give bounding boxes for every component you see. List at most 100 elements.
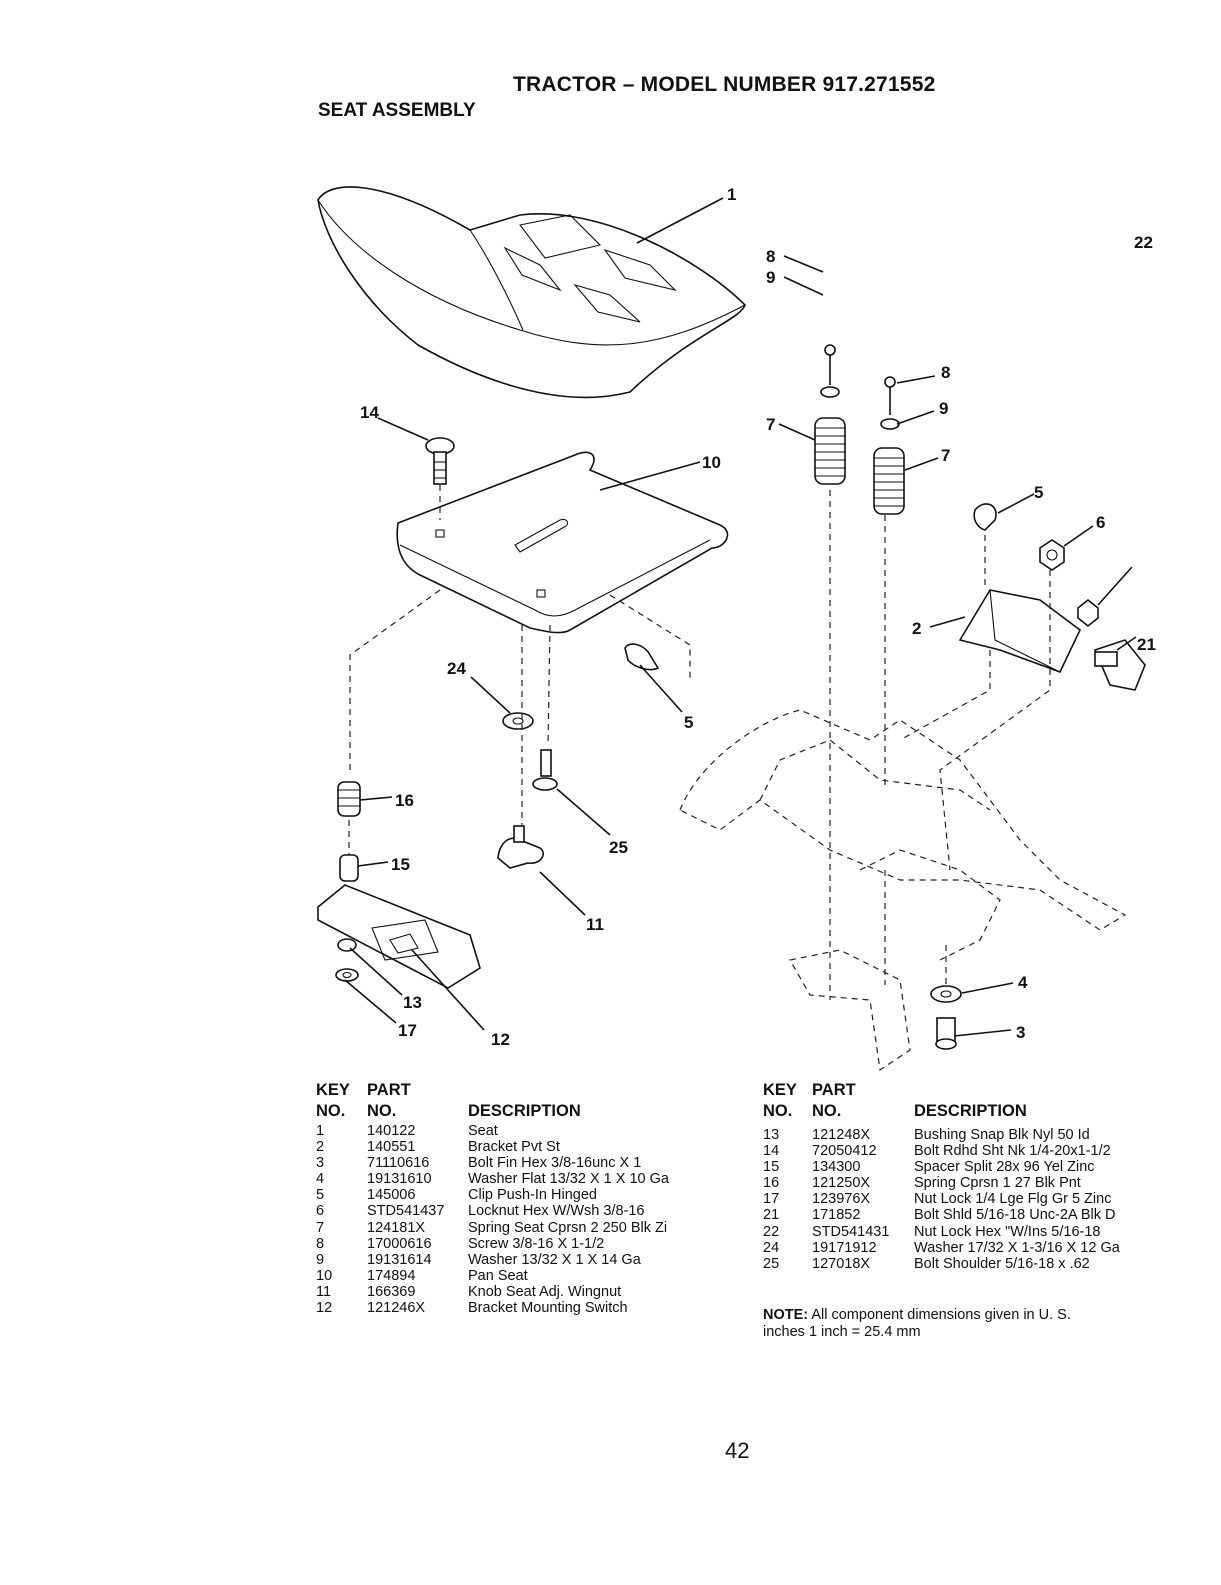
part-number-cell: 17000616 (367, 1235, 432, 1252)
bolt-14-part (425, 437, 455, 485)
assembly-guide-lines (348, 485, 1051, 1000)
seat-part (317, 186, 746, 399)
callout-9-right: 9 (939, 399, 948, 418)
section-title: SEAT ASSEMBLY (318, 100, 476, 121)
table-row: 2 140551 Bracket Pvt St (316, 1139, 736, 1155)
key-cell: 10 (316, 1267, 333, 1284)
page-title: TRACTOR – MODEL NUMBER 917.271552 (513, 73, 936, 96)
callout-14: 14 (360, 403, 379, 422)
callout-5-lower: 5 (684, 713, 693, 732)
key-cell: 8 (316, 1235, 325, 1252)
note-label: NOTE: (763, 1307, 809, 1323)
part-number-cell: 121248X (812, 1127, 871, 1143)
spring-7-left-part (814, 417, 846, 485)
key-cell: 7 (316, 1219, 325, 1236)
hardware-left (317, 781, 481, 989)
key-cell: 17 (763, 1191, 780, 1208)
callout-9-left: 9 (766, 268, 775, 287)
table-header-row-2: NO. NO. DESCRIPTION (763, 1102, 1027, 1120)
callout-15: 15 (391, 855, 410, 874)
part-number-cell: 19131614 (367, 1251, 432, 1268)
callout-16: 16 (395, 791, 414, 810)
table-header-row-1: KEY PART (763, 1081, 856, 1099)
part-number-cell: 124181X (367, 1219, 426, 1236)
parts-table-left: KEY PART NO. NO. DESCRIPTION 1 140122 Seat… (316, 1081, 736, 1316)
part-number-cell: 134300 (812, 1159, 861, 1176)
callout-1: 1 (727, 185, 736, 204)
table-row: 7 124181X Spring Seat Cprsn 2 250 Blk Zi (316, 1220, 736, 1236)
callout-4: 4 (1018, 973, 1028, 992)
table-row: 9 19131614 Washer 13/32 X 1 X 14 Ga (316, 1252, 736, 1268)
callout-21: 21 (1137, 635, 1156, 654)
key-cell: 3 (316, 1155, 325, 1172)
callout-7-right: 7 (941, 446, 950, 465)
callout-8-left: 8 (766, 247, 775, 266)
key-cell: 16 (763, 1175, 780, 1192)
description-cell: Seat (468, 1123, 498, 1139)
key-cell: 6 (316, 1203, 325, 1220)
part-number-cell: 174894 (367, 1267, 416, 1284)
callout-22: 22 (1134, 233, 1153, 252)
callout-6: 6 (1096, 513, 1105, 532)
callout-3: 3 (1016, 1023, 1025, 1042)
description-cell: Bracket Pvt St (468, 1139, 560, 1156)
key-cell: 5 (316, 1187, 325, 1204)
pan-seat-part (396, 451, 729, 634)
part-number-cell: 171852 (812, 1207, 861, 1224)
callout-leader-lines (344, 197, 1137, 1037)
key-cell: 1 (316, 1123, 325, 1139)
description-cell: Bolt Fin Hex 3/8-16unc X 1 (468, 1155, 642, 1172)
part-number-cell: 121250X (812, 1175, 871, 1192)
callout-7-left: 7 (766, 415, 775, 434)
key-cell: 14 (763, 1143, 780, 1160)
part-number-cell: 72050412 (812, 1143, 877, 1160)
note-line-1: All component dimensions given in U. S. (811, 1307, 1071, 1323)
key-cell: 2 (316, 1139, 325, 1156)
callout-24: 24 (447, 659, 466, 678)
hardware-center (497, 643, 660, 869)
key-cell: 22 (763, 1223, 780, 1240)
key-cell: 24 (763, 1239, 780, 1256)
part-number-cell: STD541431 (812, 1223, 890, 1240)
key-cell: 12 (316, 1300, 333, 1317)
description-cell: Knob Seat Adj. Wingnut (468, 1283, 622, 1300)
description-cell: Clip Push-In Hinged (468, 1187, 597, 1204)
part-number-cell: 121246X (367, 1300, 426, 1317)
key-cell: 21 (763, 1207, 780, 1224)
description-cell: Pan Seat (468, 1267, 528, 1284)
part-number-cell: 140551 (367, 1139, 416, 1156)
description-cell: Washer 13/32 X 1 X 14 Ga (468, 1251, 641, 1268)
callout-11: 11 (586, 915, 604, 934)
bracket-pivot-part (958, 589, 1082, 674)
callout-17: 17 (398, 1021, 417, 1040)
hardware-right (973, 503, 1146, 691)
description-cell: Spring Seat Cprsn 2 250 Blk Zi (468, 1219, 668, 1236)
description-cell: Spacer Split 28x 96 Yel Zinc (914, 1159, 1095, 1176)
key-cell: 11 (316, 1283, 332, 1300)
part-number-cell: 19171912 (812, 1239, 877, 1256)
description-cell: Locknut Hex W/Wsh 3/8-16 (468, 1203, 645, 1220)
key-cell: 4 (316, 1171, 325, 1188)
part-number-cell: 140122 (367, 1123, 416, 1139)
part-number-cell: 123976X (812, 1191, 871, 1208)
key-cell: 15 (763, 1159, 780, 1176)
key-cell: 9 (316, 1251, 325, 1268)
table-header-row-2: NO. NO. DESCRIPTION (316, 1102, 581, 1120)
table-row: 10 174894 Pan Seat (316, 1268, 736, 1284)
dimensions-note: NOTE: All component dimensions given in … (763, 1307, 1163, 1340)
callout-labels: 1 2 3 4 5 5 6 7 7 8 8 9 9 10 11 12 13 14… (360, 185, 1156, 1049)
washer-4-bolt-3 (930, 985, 962, 1050)
table-header-row-1: KEY PART (316, 1081, 411, 1099)
part-number-cell: 166369 (367, 1283, 416, 1300)
